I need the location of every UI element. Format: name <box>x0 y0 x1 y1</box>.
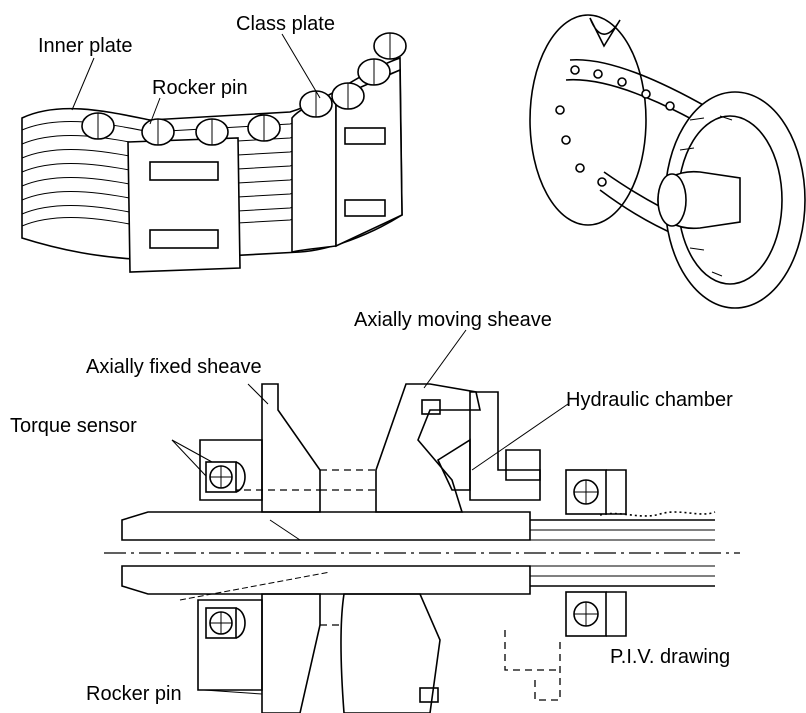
leader-rocker-pin-bottom <box>203 689 263 695</box>
leader-inner-plate <box>71 57 95 111</box>
leader-axially-fixed-sheave <box>247 383 269 405</box>
rocker-pin-heads <box>81 32 407 146</box>
shaft-upper <box>121 511 531 541</box>
fixed-sheave-lower <box>261 593 321 713</box>
label-hydraulic-chamber: Hydraulic chamber <box>566 389 733 411</box>
leader-axially-moving-sheave <box>423 329 467 389</box>
cvt-belt-illustration <box>529 14 806 309</box>
pin-chain-illustration <box>21 32 407 273</box>
torque-sensor-upper <box>199 439 263 501</box>
right-bearing-lower <box>565 591 627 637</box>
label-axially-fixed-sheave: Axially fixed sheave <box>86 356 262 378</box>
leader-class-plate <box>281 33 321 99</box>
label-rocker-pin-top: Rocker pin <box>152 77 248 99</box>
moving-sheave-lower <box>340 593 441 713</box>
leader-torque-sensor-b <box>171 439 207 477</box>
hydraulic-chamber-wall <box>469 391 541 501</box>
leader-hydraulic-chamber <box>471 403 569 471</box>
pulley-cross-section <box>104 383 740 713</box>
label-inner-plate: Inner plate <box>38 35 133 57</box>
fixed-sheave-upper <box>261 383 321 513</box>
leader-rocker-pin-top <box>149 97 161 125</box>
torque-sensor-lower <box>197 599 263 691</box>
leader-torque-sensor-a <box>171 439 213 463</box>
right-bearing-upper <box>565 469 627 515</box>
belt-pins <box>555 65 699 187</box>
shaft-lower <box>121 565 531 595</box>
label-rocker-pin-bottom: Rocker pin <box>86 683 182 705</box>
label-piv-drawing: P.I.V. drawing <box>610 646 730 668</box>
label-axially-moving-sheave: Axially moving sheave <box>354 309 552 331</box>
class-plate-front <box>127 68 403 273</box>
label-class-plate: Class plate <box>236 13 335 35</box>
moving-sheave <box>375 383 481 513</box>
label-torque-sensor: Torque sensor <box>10 415 137 437</box>
